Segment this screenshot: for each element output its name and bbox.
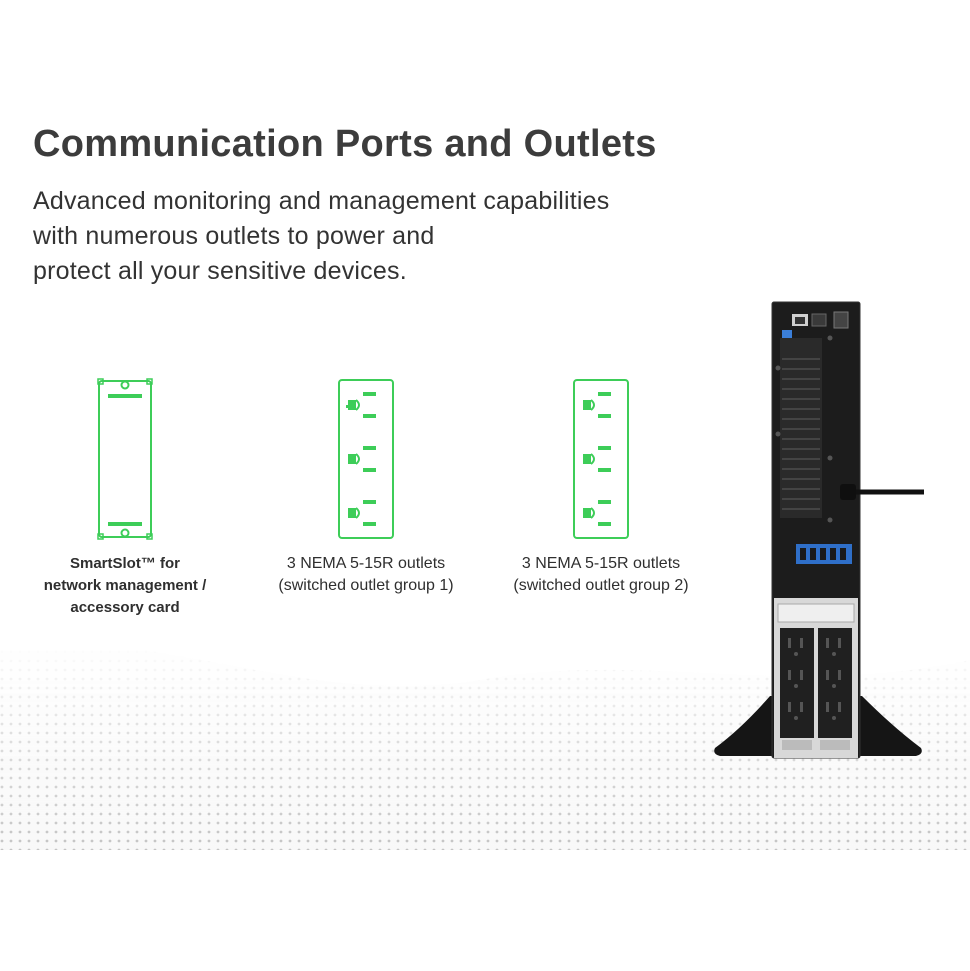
smartslot-card-icon	[97, 378, 153, 540]
ups-left-foot	[714, 696, 778, 756]
caption-line: (switched outlet group 1)	[278, 577, 454, 594]
nema-outlet-group-icon	[338, 379, 394, 539]
power-cord	[840, 484, 924, 500]
feature-caption-outlet-group-2: 3 NEMA 5-15R outlets (switched outlet gr…	[476, 553, 726, 597]
caption-line: SmartSlot™ for	[69, 555, 180, 572]
subtitle-line: with numerous outlets to power and	[33, 222, 435, 250]
nema-outlet-group-icon	[573, 379, 629, 539]
caption-line: network management /	[43, 577, 207, 594]
page-title: Communication Ports and Outlets	[33, 123, 657, 165]
caption-line: 3 NEMA 5-15R outlets	[286, 555, 446, 572]
ups-right-foot	[854, 696, 922, 756]
caption-line: accessory card	[70, 599, 180, 616]
subtitle-line: Advanced monitoring and management capab…	[33, 187, 610, 215]
feature-caption-outlet-group-1: 3 NEMA 5-15R outlets (switched outlet gr…	[241, 553, 491, 597]
outlet-receptacles	[780, 628, 852, 738]
ups-rear-panel-image	[714, 301, 924, 759]
feature-caption-smartslot: SmartSlot™ for network management / acce…	[0, 553, 250, 619]
caption-line: 3 NEMA 5-15R outlets	[521, 555, 681, 572]
caption-line: (switched outlet group 2)	[513, 577, 689, 594]
subtitle-line: protect all your sensitive devices.	[33, 257, 407, 285]
page-subtitle: Advanced monitoring and management capab…	[33, 184, 733, 289]
